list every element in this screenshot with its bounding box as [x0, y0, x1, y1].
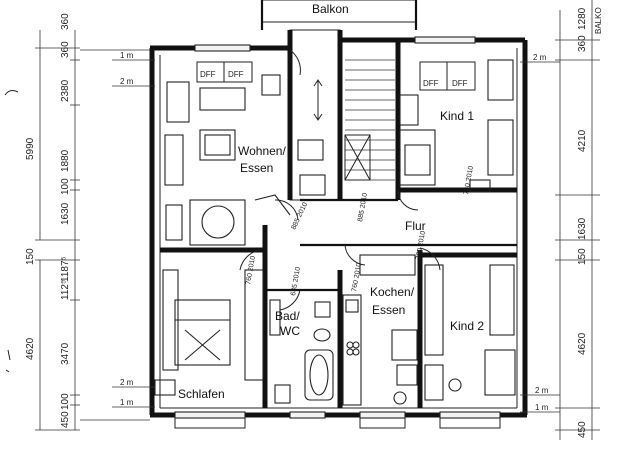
kind2-label: Kind 2 — [450, 319, 484, 333]
kochen-label-2: Essen — [372, 303, 405, 317]
dim-1880: 1880 — [60, 149, 71, 172]
kitchen-furniture — [342, 254, 418, 406]
dim-2380: 2380 — [60, 79, 71, 102]
door-label-2: 885 2010 — [357, 192, 369, 222]
dim-4620: 4620 — [25, 337, 36, 360]
level-mark-2m-bottom: 2 m — [120, 378, 134, 387]
left-level-marks: 1 m 2 m 2 m 1 m — [112, 51, 155, 408]
level-mark-2m-right: 2 m — [533, 53, 547, 62]
interior-walls — [160, 187, 517, 408]
door-label-4: 760 2010 — [463, 165, 475, 195]
dim-112: 112⁵ — [60, 280, 71, 300]
door-label-6: 635 2010 — [290, 266, 302, 296]
dim-100a: 100 — [60, 178, 71, 195]
balkon-label: Balkon — [312, 2, 349, 16]
schlafen-furniture — [154, 269, 264, 396]
dff-label-4: DFF — [452, 79, 468, 88]
door-label-1: 885 2010 — [290, 201, 309, 231]
dim-5990: 5990 — [25, 137, 36, 160]
bad-label-1: Bad/ — [275, 309, 300, 323]
level-mark-1m-right: 1 m — [535, 403, 549, 412]
dim-100b: 100 — [60, 393, 71, 410]
balcony: Balkon — [260, 0, 418, 30]
flur-label: Flur — [405, 219, 426, 233]
schlafen-label: Schlafen — [178, 387, 225, 401]
door-label-7: 760 2010 — [351, 262, 363, 292]
door-swings — [239, 49, 441, 311]
wohnen-label-1: Wohnen/ — [238, 144, 286, 158]
dim-150: 150 — [25, 248, 36, 265]
right-level-marks: 2 m 2 m 1 m — [520, 53, 560, 413]
dff-label-2: DFF — [228, 70, 244, 79]
dff-label-3: DFF — [423, 79, 439, 88]
living-furniture — [164, 74, 326, 246]
kind1-label: Kind 1 — [440, 109, 474, 123]
right-dim-1630: 1630 — [577, 217, 588, 240]
door-label-3: 760 2010 — [415, 230, 427, 260]
right-dim-1280: 1280 — [577, 7, 588, 30]
dim-3470: 3470 — [60, 342, 71, 365]
scan-marks — [4, 90, 19, 373]
windows — [174, 36, 501, 429]
wohnen-label-2: Essen — [240, 161, 273, 175]
kind1-furniture — [399, 59, 514, 193]
dim-450: 450 — [60, 411, 71, 428]
dff-label-1: DFF — [200, 70, 216, 79]
level-mark-1m-top: 1 m — [120, 51, 134, 60]
door-label-5: 760 2010 — [245, 255, 257, 285]
dim-1630: 1630 — [60, 202, 71, 225]
dim-1187: 1187⁵ — [60, 256, 71, 282]
right-dim-150: 150 — [577, 248, 588, 265]
right-dim-360: 360 — [577, 35, 588, 52]
room-labels: Wohnen/ Essen Kind 1 Flur Kochen/ Essen … — [178, 109, 484, 401]
right-balk-label: BALKO — [594, 7, 603, 34]
bad-furniture — [269, 299, 334, 404]
level-mark-1m-bottom: 1 m — [120, 398, 134, 407]
right-dimension-chain: 360 1280 BALKO 4210 1630 150 4620 450 — [555, 0, 603, 440]
right-dim-4210: 4210 — [577, 129, 588, 152]
skylights: DFF DFF DFF DFF — [196, 61, 476, 91]
right-dim-4620: 4620 — [577, 332, 588, 355]
kind2-furniture — [424, 264, 516, 401]
level-mark-2m-top: 2 m — [120, 77, 134, 86]
kochen-label-1: Kochen/ — [370, 285, 415, 299]
bad-label-2: WC — [280, 324, 300, 338]
dim-360a: 360 — [60, 13, 71, 30]
level-mark-2m-right-bottom: 2 m — [535, 386, 549, 395]
door-labels: 885 2010 885 2010 760 2010 760 2010 760 … — [245, 165, 475, 296]
stair-core — [287, 29, 401, 201]
right-dim-450: 450 — [577, 421, 588, 438]
left-dimension-chain: 5990 4620 150 360 360 2380 1880 100 1630… — [25, 13, 150, 431]
dim-360b: 360 — [60, 41, 71, 58]
